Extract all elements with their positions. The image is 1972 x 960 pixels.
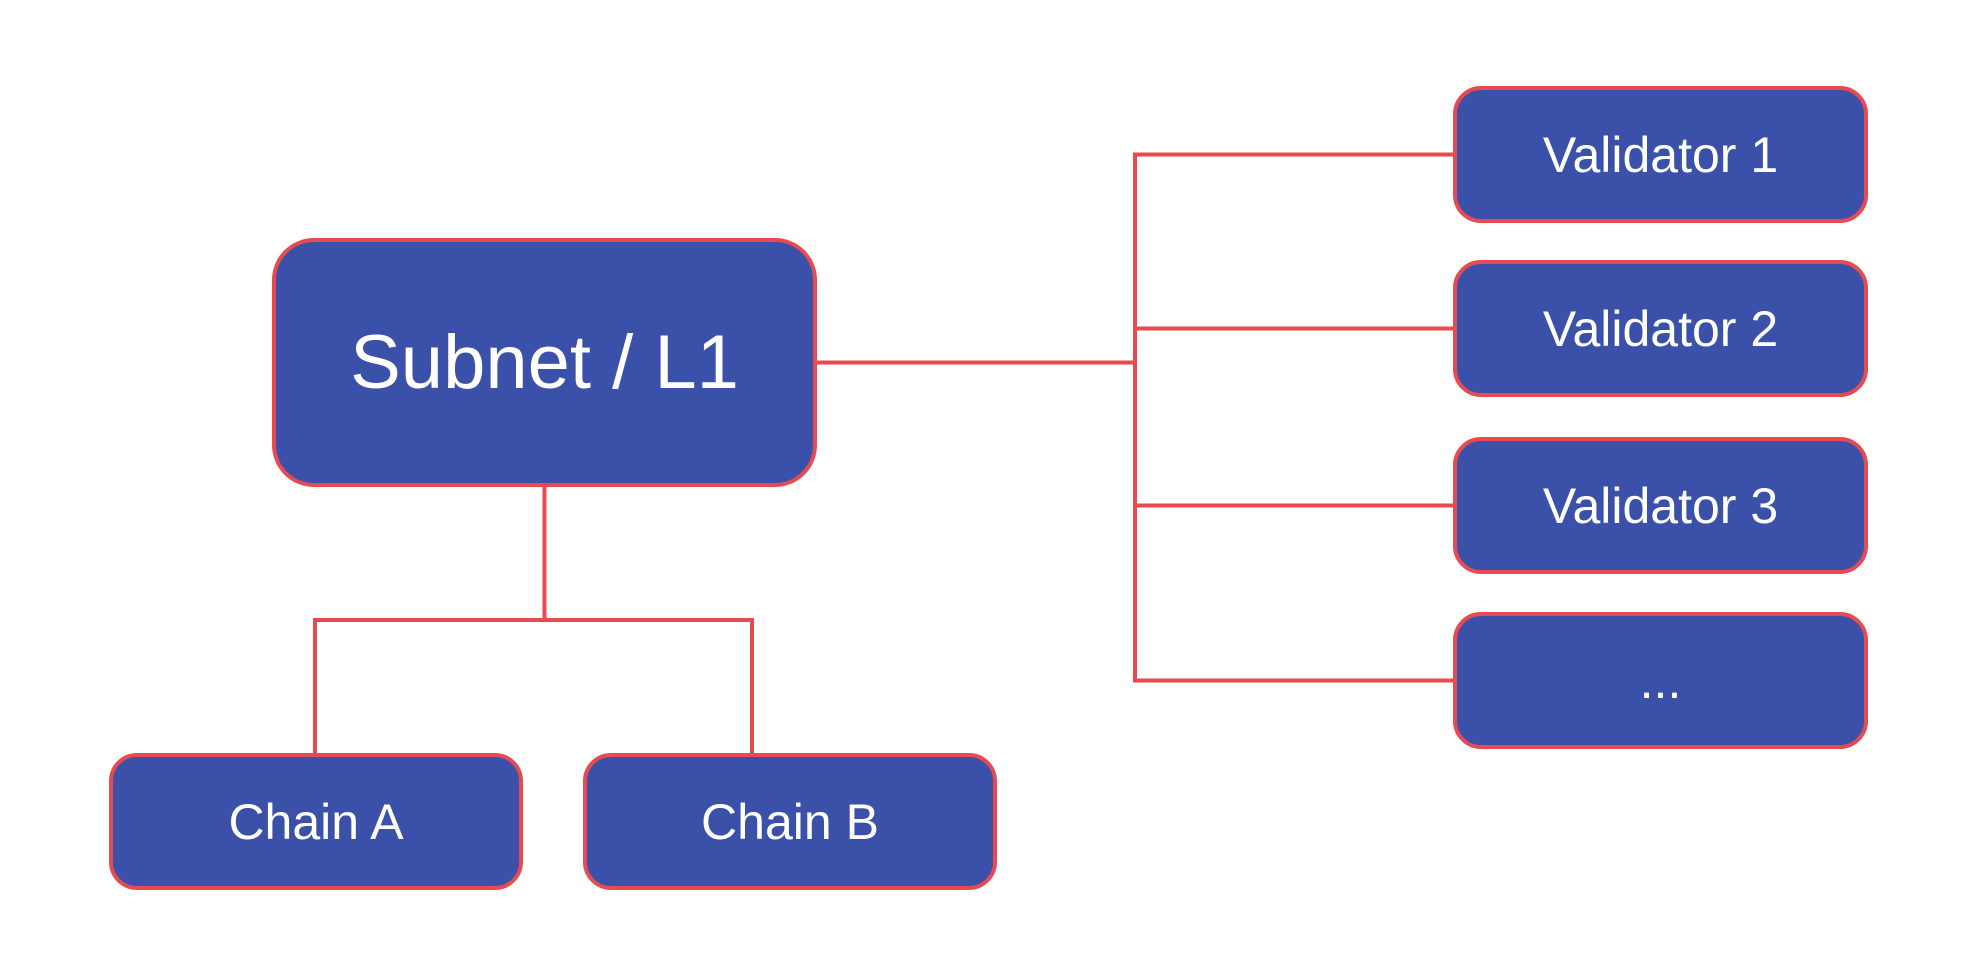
validator-more-label: ... <box>1639 652 1682 709</box>
chain-b-label: Chain B <box>701 793 879 850</box>
validator-1-label: Validator 1 <box>1542 126 1779 183</box>
validator-3-label: Validator 3 <box>1542 477 1779 534</box>
subnet-label: Subnet / L1 <box>350 319 739 405</box>
validator-1-node: Validator 1 <box>1453 86 1868 223</box>
subnet-node: Subnet / L1 <box>272 238 817 487</box>
validator-2-node: Validator 2 <box>1453 260 1868 397</box>
validator-more-node: ... <box>1453 612 1868 749</box>
chain-a-node: Chain A <box>109 753 523 890</box>
validator-3-node: Validator 3 <box>1453 437 1868 574</box>
chain-a-label: Chain A <box>228 793 404 850</box>
connector-chains-bar <box>313 618 754 622</box>
validator-2-label: Validator 2 <box>1542 300 1779 357</box>
chain-b-node: Chain B <box>583 753 997 890</box>
